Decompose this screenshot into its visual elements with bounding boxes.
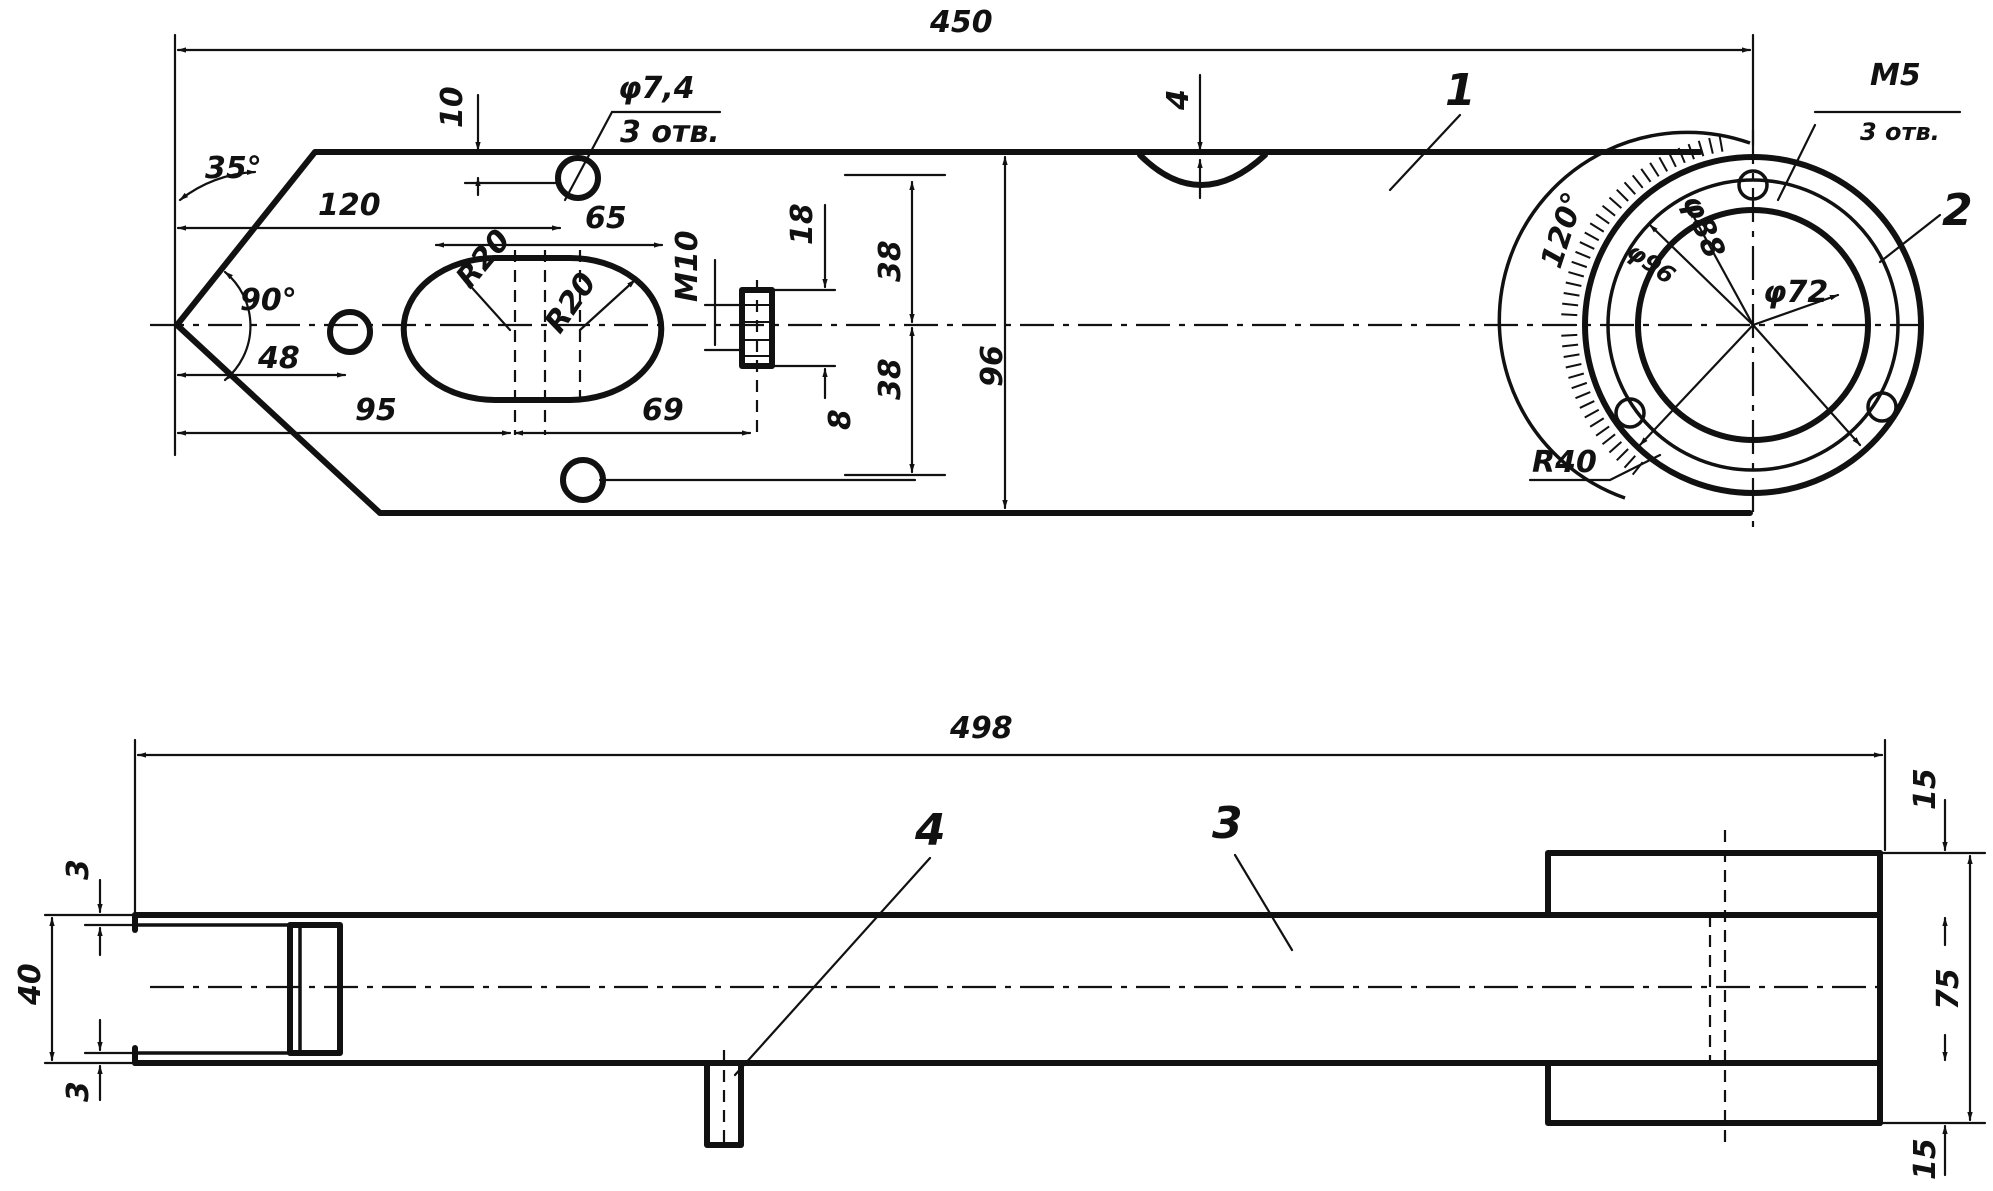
hub-bottom xyxy=(1545,1060,1883,1126)
side-view: 498 40 3 3 15 15 75 3 4 xyxy=(13,711,1987,1180)
end-plug xyxy=(287,922,343,1056)
diameter-88: φ88 xyxy=(1675,190,1732,264)
disc-arc-hatching xyxy=(1561,135,1724,476)
arc-hatch-tick xyxy=(1563,353,1580,359)
arc-hatch-tick xyxy=(1571,260,1588,269)
radius-r20-right: R20 xyxy=(538,266,604,339)
hole-count-right: 3 отв. xyxy=(1860,118,1940,146)
dim-38-upper: 38 xyxy=(873,240,908,282)
dim-4: 4 xyxy=(1161,89,1196,111)
hole-diameter-label: φ7,4 xyxy=(618,71,695,106)
arc-hatch-tick xyxy=(1623,181,1636,195)
arc-hatch-tick xyxy=(1571,381,1588,390)
arc-hatch-tick xyxy=(1595,425,1610,437)
arc-hatch-tick xyxy=(1658,156,1669,172)
arc-hatch-tick xyxy=(1608,441,1623,454)
dim-18: 18 xyxy=(785,203,820,245)
hub-top xyxy=(1545,850,1883,918)
arc-hatch-tick xyxy=(1568,271,1585,278)
hole-count-left: 3 отв. xyxy=(620,115,720,150)
arc-hatch-tick xyxy=(1589,222,1605,233)
arc-hatch-tick xyxy=(1561,313,1578,317)
dim-69: 69 xyxy=(642,393,684,428)
thread-m5: M5 xyxy=(1870,58,1921,93)
plate-outline xyxy=(174,149,1753,516)
dim-10: 10 xyxy=(435,86,470,128)
dim-8: 8 xyxy=(823,409,858,430)
arc-hatch-tick xyxy=(1562,302,1579,307)
arc-hatch-tick xyxy=(1623,455,1636,469)
height-40: 40 xyxy=(13,963,48,1006)
arc-hatch-tick xyxy=(1601,433,1616,446)
arc-hatch-tick xyxy=(1579,241,1595,250)
part-label-4: 4 xyxy=(914,805,946,856)
dim-3-top: 3 xyxy=(61,859,96,880)
disc-hole-right xyxy=(1866,391,1898,423)
height-75: 75 xyxy=(1931,968,1966,1010)
arc-hatch-tick xyxy=(1562,343,1579,348)
slot-outline xyxy=(400,255,665,403)
hole-upper xyxy=(555,155,601,201)
part-label-2: 2 xyxy=(1942,185,1973,236)
disc-hatched-arc xyxy=(1497,130,1751,500)
arc-hatch-tick xyxy=(1697,140,1705,157)
arc-hatch-tick xyxy=(1589,417,1605,428)
part-label-1: 1 xyxy=(1445,65,1476,116)
arc-hatch-tick xyxy=(1718,135,1724,152)
arc-hatch-tick xyxy=(1640,168,1652,183)
arc-hatch-tick xyxy=(1565,363,1582,369)
dim-3-bottom: 3 xyxy=(61,1081,96,1102)
arc-hatch-tick xyxy=(1561,333,1578,337)
dim-96: 96 xyxy=(972,345,1007,387)
arc-hatch-tick xyxy=(1584,408,1600,419)
arc-hatch-tick xyxy=(1631,174,1644,189)
arc-hatch-tick xyxy=(1579,400,1595,409)
arc-hatch-tick xyxy=(1575,391,1591,400)
arc-hatch-tick xyxy=(1575,250,1591,259)
thread-m10: M10 xyxy=(670,230,705,302)
dim-498: 498 xyxy=(949,711,1013,746)
bracket-part-4 xyxy=(704,1060,744,1148)
arc-hatch-tick xyxy=(1677,147,1686,164)
arc-hatch-tick xyxy=(1568,372,1585,379)
part-label-3: 3 xyxy=(1212,798,1243,849)
hole-lower xyxy=(560,457,606,503)
diameter-72: φ72 xyxy=(1763,275,1828,310)
arc-hatch-tick xyxy=(1708,137,1714,154)
arc-hatch-tick xyxy=(1649,162,1660,177)
dim-48: 48 xyxy=(257,341,300,376)
dim-95: 95 xyxy=(355,393,397,428)
angle-90: 90° xyxy=(240,283,297,318)
top-notch xyxy=(1137,152,1268,188)
dim-15-top: 15 xyxy=(1908,768,1943,810)
arc-hatch-tick xyxy=(1584,231,1600,242)
radius-r40: R40 xyxy=(1532,445,1597,480)
dim-120: 120 xyxy=(318,188,381,223)
top-view: 450 120 65 48 95 69 38 38 96 10 4 xyxy=(150,5,1973,535)
arc-hatch-tick xyxy=(1616,448,1629,461)
dim-38-lower: 38 xyxy=(873,358,908,400)
dim-450: 450 xyxy=(929,5,993,40)
hole-left xyxy=(327,309,373,355)
arc-hatch-tick xyxy=(1667,151,1677,168)
arc-hatch-tick xyxy=(1601,204,1616,217)
arc-hatch-tick xyxy=(1616,189,1629,202)
disc-hole-left xyxy=(1614,397,1646,429)
arc-hatch-tick xyxy=(1563,291,1580,297)
arc-hatch-tick xyxy=(1608,196,1623,209)
arc-hatch-tick xyxy=(1595,213,1610,225)
angle-35: 35° xyxy=(205,151,262,186)
arc-hatch-tick xyxy=(1687,143,1695,160)
dim-15-bottom: 15 xyxy=(1908,1138,1943,1180)
arc-hatch-tick xyxy=(1565,281,1582,287)
dim-65: 65 xyxy=(585,201,627,236)
